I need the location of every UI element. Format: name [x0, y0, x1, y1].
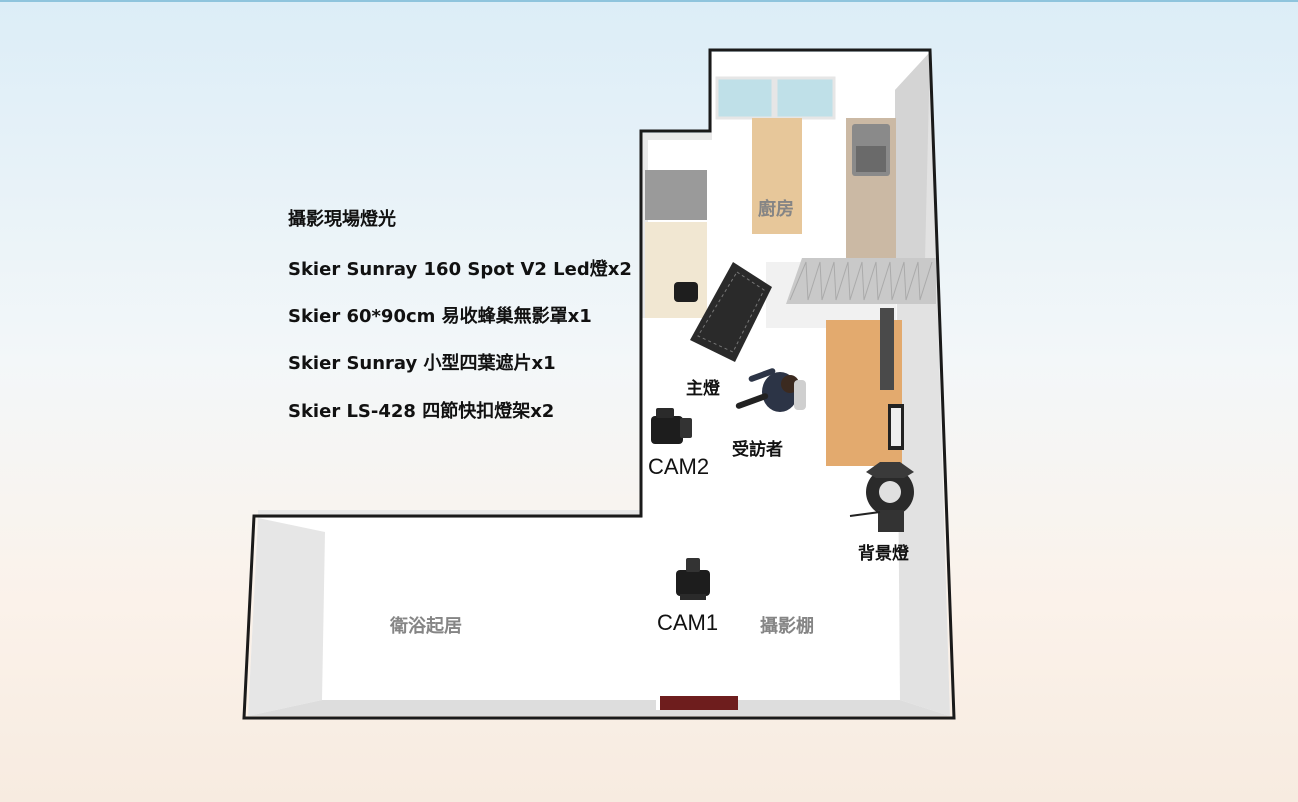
- top-accent-line: [0, 0, 1298, 2]
- key-light-head-icon: [674, 282, 698, 302]
- label-cam1: CAM1: [657, 610, 719, 635]
- legend-item: Skier Sunray 小型四葉遮片x1: [288, 353, 556, 374]
- right-wall-upper-shade: [895, 52, 930, 260]
- label-cam2: CAM2: [648, 454, 710, 479]
- cabinet-left: [645, 170, 707, 220]
- curtain-icon: [786, 258, 936, 304]
- room-label-bath-living: 衛浴起居: [390, 616, 462, 637]
- left-wall-south: [248, 518, 325, 716]
- softbox-light-icon: [690, 262, 772, 362]
- window-pane-left: [715, 76, 775, 120]
- bottom-wall: [248, 700, 950, 716]
- wall-outline: [242, 48, 956, 720]
- room-label-kitchen: 廚房: [758, 199, 794, 220]
- label-background-light: 背景燈: [858, 544, 909, 564]
- legend-title: 攝影現場燈光: [288, 209, 396, 230]
- cabinet-lower: [645, 222, 707, 318]
- label-interviewee: 受訪者: [732, 440, 783, 460]
- camera-icon-cam2: [651, 408, 692, 444]
- legend-item: Skier Sunray 160 Spot V2 Led燈x2: [288, 259, 632, 280]
- door-mat-icon: [656, 696, 738, 710]
- camera-icon-cam1: [676, 558, 710, 600]
- kitchen-island: [752, 118, 802, 234]
- room-label-studio: 攝影棚: [760, 616, 814, 637]
- legend-item: Skier 60*90cm 易收蜂巢無影罩x1: [288, 306, 592, 327]
- window-pane-right: [774, 76, 836, 120]
- monitor-icon: [880, 308, 894, 390]
- label-key-light: 主燈: [686, 379, 720, 399]
- legend-item: Skier LS-428 四節快扣燈架x2: [288, 401, 555, 422]
